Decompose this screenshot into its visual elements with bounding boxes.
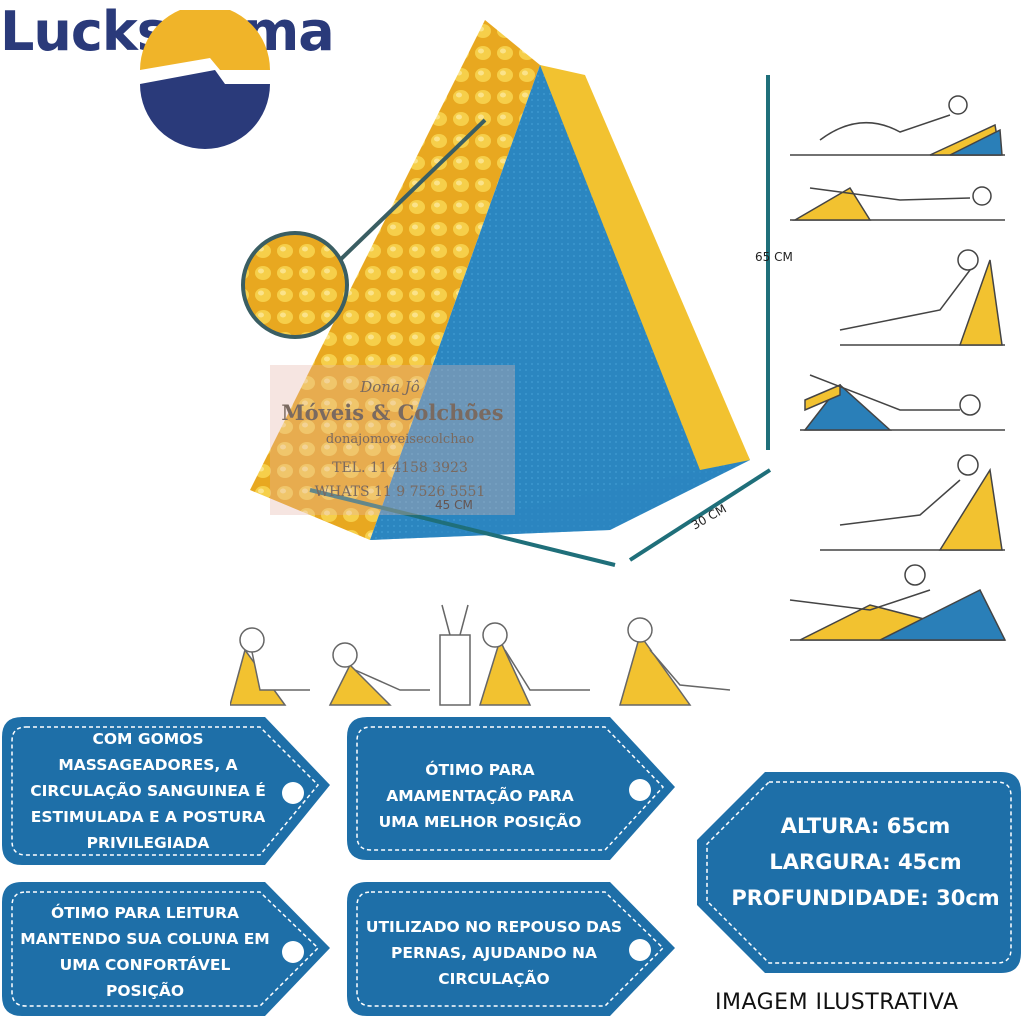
feature-tag-4 [347,882,675,1016]
spec-largura: LARGURA: 45cm [769,850,962,874]
watermark [270,365,515,515]
watermark-line2: Móveis & Colchões [281,400,504,425]
feature-tag-2 [347,717,675,860]
spec-altura: ALTURA: 65cm [780,814,951,838]
specs-tag [697,772,1021,973]
disclaimer-text: IMAGEM ILUSTRATIVA [715,990,959,1015]
watermark-whats: WHATS 11 9 7526 5551 [314,484,486,500]
feature-tag-3-text: ÓTIMO PARA LEITURA MANTENDO SUA COLUNA E… [20,904,270,1000]
wedge-pillow-illustration [241,20,772,567]
feature-tag-1 [2,717,330,865]
brand-logo-icon [140,10,270,149]
usage-positions-illustration [789,95,1007,641]
watermark-line1: Dona Jô [360,378,420,396]
feature-tag-4-text: UTILIZADO NO REPOUSO DAS PERNAS, AJUDAND… [365,918,623,988]
specs-text: ALTURA: 65cm LARGURA: 45cm PROFUNDIDADE:… [718,808,1013,916]
feature-tag-2-text: ÓTIMO PARA AMAMENTAÇÃO PARA UMA MELHOR P… [378,761,582,831]
watermark-instagram: donajomoveisecolchao [325,432,475,447]
height-label: 65 CM [755,250,793,264]
feature-tag-1-text: COM GOMOS MASSAGEADORES, A CIRCULAÇÃO SA… [30,730,266,852]
feature-tag-3 [2,882,330,1016]
spec-profundidade: PROFUNDIDADE: 30cm [731,886,1000,910]
usage-positions-bottom-row [230,604,731,706]
watermark-tel: TEL. 11 4158 3923 [332,460,468,476]
width-label: 45 CM [435,498,473,512]
